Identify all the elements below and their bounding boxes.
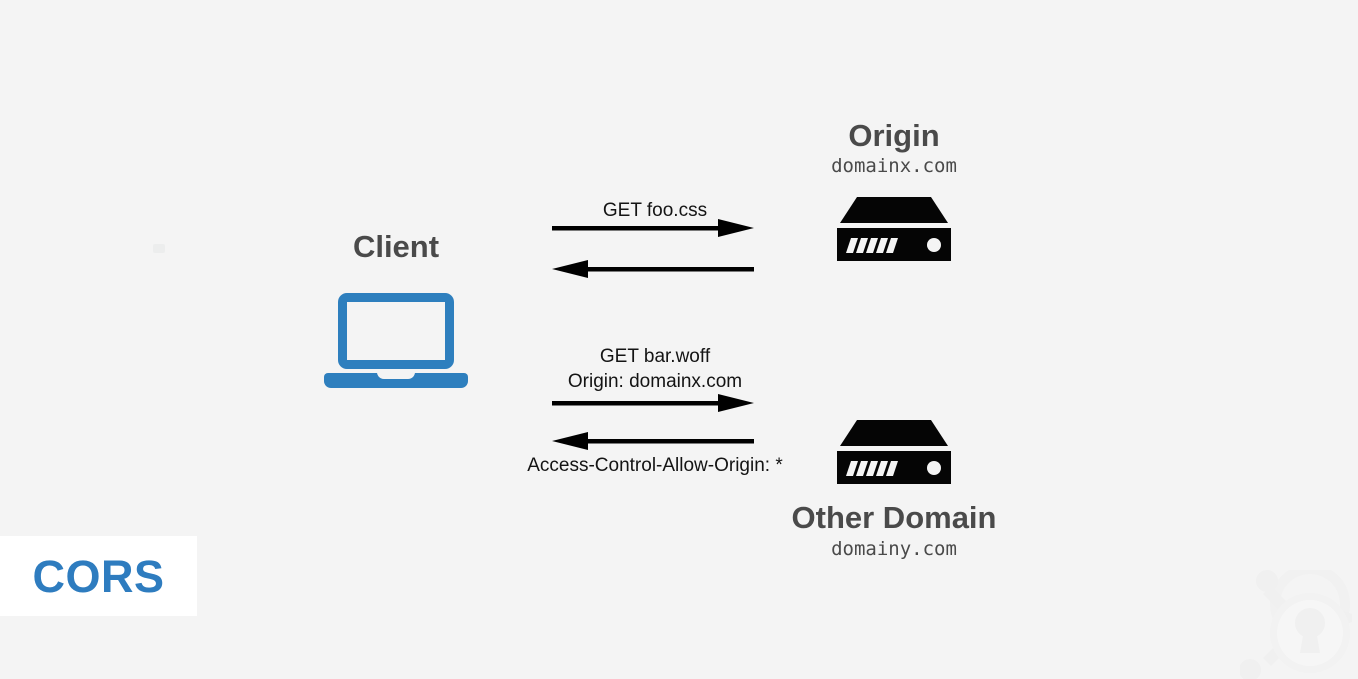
arrow-response-bar-woff	[552, 432, 754, 450]
server-icon-other-domain	[837, 420, 951, 484]
laptop-base	[324, 373, 468, 388]
server-icon-origin	[837, 197, 951, 261]
laptop-notch	[377, 370, 415, 379]
laptop-icon	[324, 293, 468, 388]
background-artifact	[153, 244, 165, 253]
origin-label: Origin	[848, 118, 940, 153]
message-label-get-bar-woff: GET bar.woff Origin: domainx.com	[505, 344, 805, 394]
cors-badge: CORS	[0, 536, 197, 616]
client-label: Client	[352, 229, 440, 264]
arrow-response-foo-css	[552, 260, 754, 278]
message-line-origin-header: Origin: domainx.com	[567, 371, 743, 393]
message-label-get-foo-css: GET foo.css	[602, 200, 708, 221]
message-line-request: GET bar.woff	[599, 346, 711, 367]
cors-badge-label: CORS	[32, 550, 165, 602]
arrow-request-bar-woff	[552, 394, 754, 412]
laptop-screen	[338, 293, 454, 369]
message-label-access-control-allow-origin: Access-Control-Allow-Origin: *	[527, 455, 783, 476]
origin-domain-label: domainx.com	[831, 155, 957, 177]
other-domain-domain-label: domainy.com	[831, 538, 957, 560]
keyhole-logo-watermark	[1240, 570, 1352, 679]
arrow-request-foo-css	[552, 219, 754, 237]
other-domain-label: Other Domain	[791, 500, 997, 535]
